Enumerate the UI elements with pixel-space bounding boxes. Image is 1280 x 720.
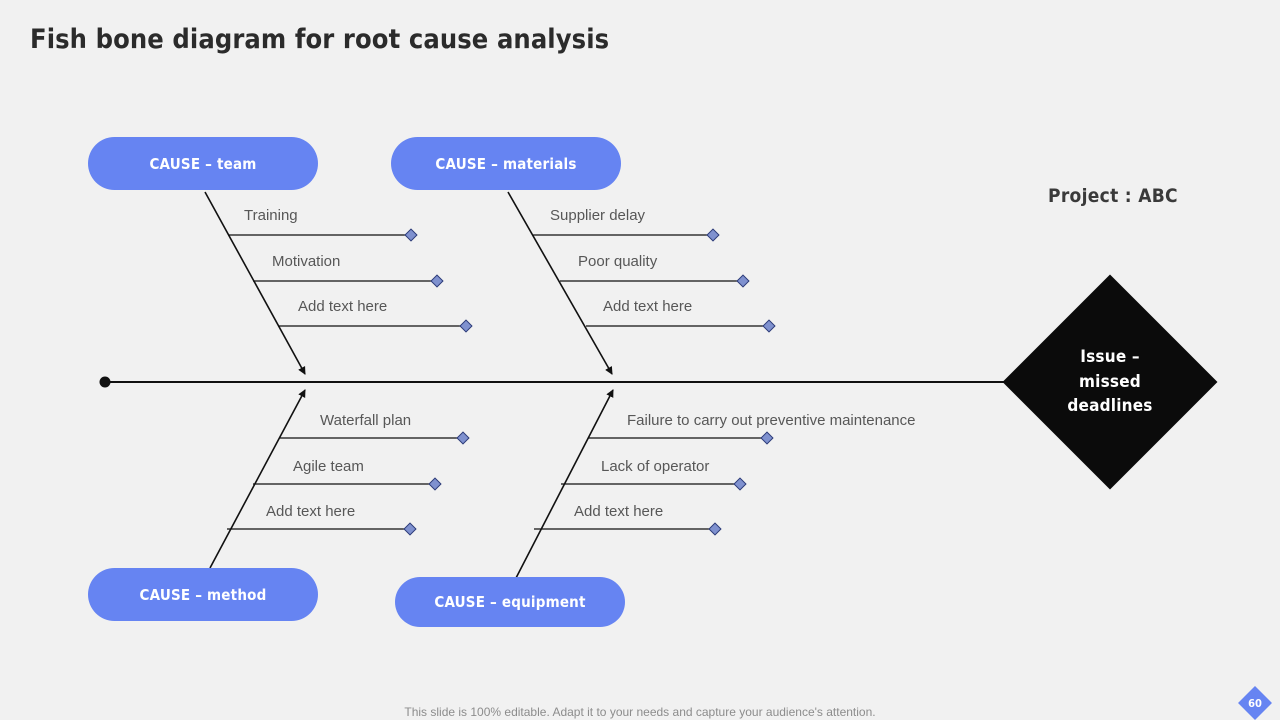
issue-line-3: deadlines <box>1067 396 1153 417</box>
rib-team <box>204 191 306 375</box>
subbone-equipment-3 <box>534 522 722 536</box>
subbone-method-1 <box>280 431 470 445</box>
subbone-team-3 <box>278 319 473 333</box>
subbone-team-1 <box>228 228 418 242</box>
project-label: Project : ABC <box>1048 185 1178 207</box>
issue-head-text: Issue – missed deadlines <box>1002 274 1218 490</box>
spine-group <box>99 376 1010 388</box>
cause-label-equipment-2[interactable]: Lack of operator <box>601 458 710 475</box>
rib-method <box>209 389 306 569</box>
subbone-method-2 <box>253 477 442 491</box>
issue-line-2: missed <box>1079 371 1141 392</box>
cause-label-materials-3[interactable]: Add text here <box>603 298 693 315</box>
subbone-method-3 <box>227 522 417 536</box>
subbone-team-2 <box>253 274 444 288</box>
cause-label-equipment-3[interactable]: Add text here <box>574 503 664 520</box>
cause-label-materials-2[interactable]: Poor quality <box>578 253 658 270</box>
issue-head[interactable]: Issue – missed deadlines <box>1002 274 1218 490</box>
page-number: 60 <box>1248 696 1262 710</box>
cause-label-equipment-1[interactable]: Failure to carry out preventive maintena… <box>627 412 916 429</box>
cause-label-method-1[interactable]: Waterfall plan <box>320 412 412 429</box>
cause-label-method-3[interactable]: Add text here <box>266 503 356 520</box>
cause-label-team-2[interactable]: Motivation <box>272 253 341 270</box>
issue-line-1: Issue – <box>1080 347 1140 368</box>
cause-pill-materials[interactable]: CAUSE – materials <box>391 137 621 190</box>
subbone-equipment-2 <box>561 477 747 491</box>
cause-label-materials-1[interactable]: Supplier delay <box>550 207 646 224</box>
cause-pill-equipment[interactable]: CAUSE – equipment <box>395 577 625 627</box>
subbone-materials-1 <box>533 228 720 242</box>
cause-pill-team[interactable]: CAUSE – team <box>88 137 318 190</box>
page-number-badge: 60 <box>1238 686 1272 720</box>
subbone-equipment-1 <box>588 431 774 445</box>
rib-materials <box>507 191 613 375</box>
page-title: Fish bone diagram for root cause analysi… <box>30 24 610 55</box>
cause-label-team-1[interactable]: Training <box>244 207 298 224</box>
cause-pill-method[interactable]: CAUSE – method <box>88 568 318 621</box>
cause-label-method-2[interactable]: Agile team <box>293 458 364 475</box>
footer-note: This slide is 100% editable. Adapt it to… <box>404 705 876 719</box>
subbone-materials-3 <box>586 319 776 333</box>
cause-label-team-3[interactable]: Add text here <box>298 298 388 315</box>
subbone-materials-2 <box>560 274 750 288</box>
